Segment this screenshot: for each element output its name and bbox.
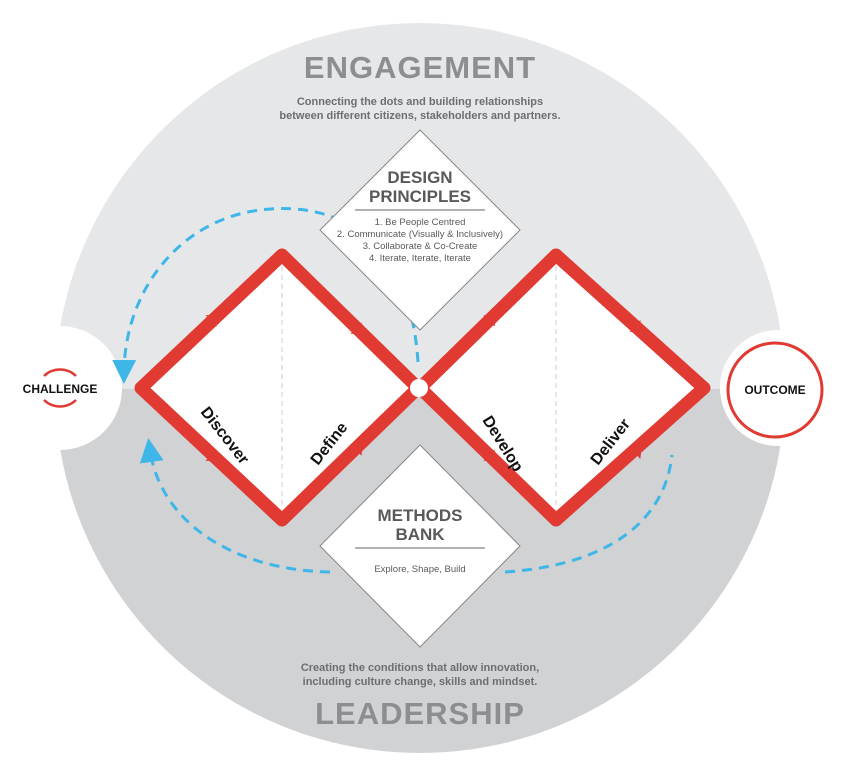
engagement-title: ENGAGEMENT [304, 50, 536, 85]
principle-2: 2. Communicate (Visually & Inclusively) [337, 229, 503, 240]
outcome-node: OUTCOME [726, 341, 824, 439]
design-principles-title-1: DESIGN [387, 168, 452, 187]
direction-arrows [205, 314, 642, 462]
leadership-line-2: including culture change, skills and min… [303, 676, 538, 688]
methods-bank-box: METHODS BANK Explore, Shape, Build [319, 444, 521, 648]
principle-3: 3. Collaborate & Co-Create [363, 241, 478, 252]
challenge-label: CHALLENGE [23, 382, 98, 396]
design-principles-title-2: PRINCIPLES [369, 187, 471, 206]
principle-1: 1. Be People Centred [375, 217, 466, 228]
challenge-node: CHALLENGE [23, 368, 98, 408]
methods-bank-title-2: BANK [395, 525, 445, 544]
design-principles-box: DESIGN PRINCIPLES 1. Be People Centred 2… [319, 129, 521, 331]
methods-bank-text: Explore, Shape, Build [374, 564, 465, 575]
methods-bank-title-1: METHODS [378, 506, 463, 525]
leadership-title: LEADERSHIP [315, 696, 525, 731]
principle-4: 4. Iterate, Iterate, Iterate [369, 253, 471, 264]
challenge-bump [0, 326, 122, 450]
iteration-arrow-bottom-left [139, 438, 331, 574]
center-node [410, 379, 428, 397]
leadership-line-1: Creating the conditions that allow innov… [301, 662, 539, 674]
engagement-line-2: between different citizens, stakeholders… [279, 110, 560, 122]
outcome-label: OUTCOME [744, 383, 805, 397]
iteration-arrow-bottom-right [504, 454, 674, 574]
engagement-line-1: Connecting the dots and building relatio… [297, 96, 543, 108]
